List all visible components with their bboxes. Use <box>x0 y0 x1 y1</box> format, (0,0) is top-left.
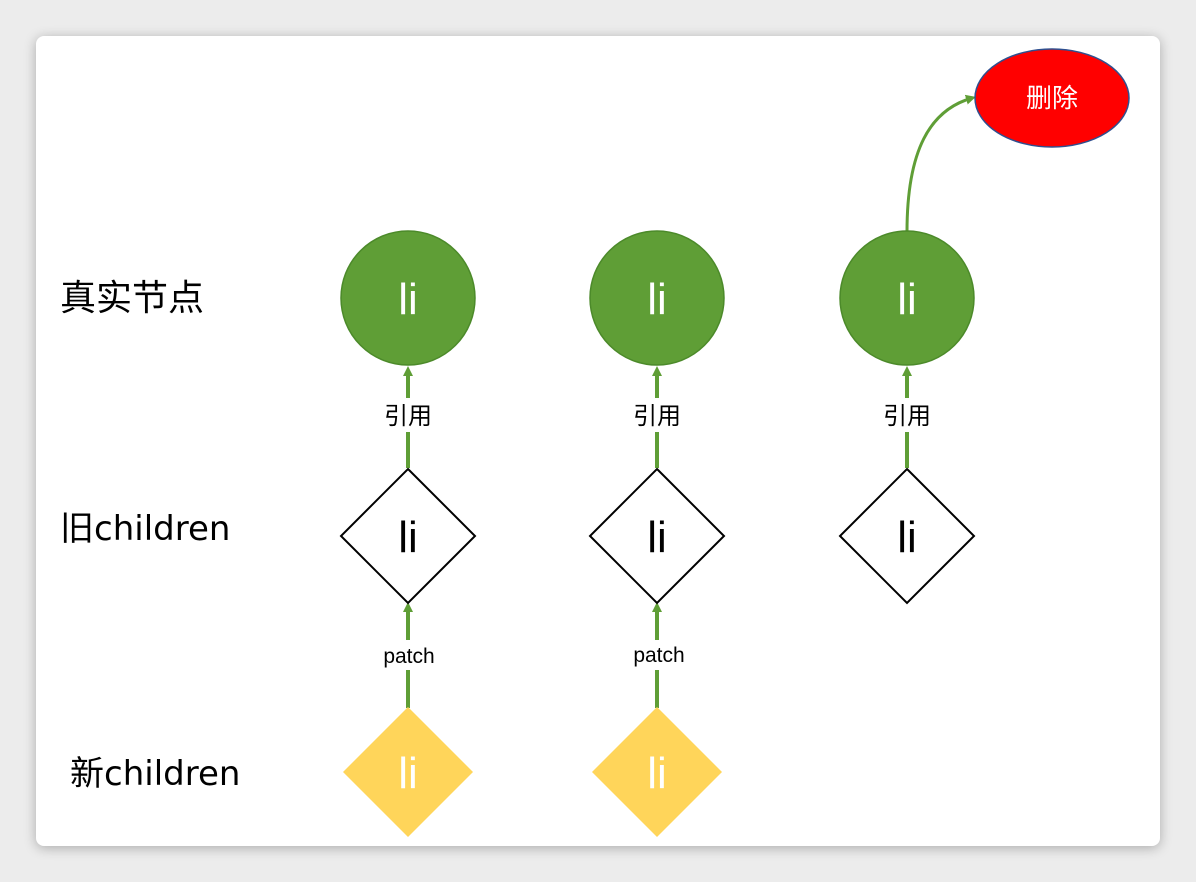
real-node-1-text: li <box>398 275 418 324</box>
edge-label-patch-2: patch <box>633 644 684 667</box>
old-node-1-text: li <box>398 513 418 562</box>
delete-node: 删除 <box>974 48 1130 148</box>
edge-label-ref-3: 引用 <box>883 403 931 430</box>
row-label-real: 真实节点 <box>60 278 204 319</box>
delete-label: 删除 <box>1026 84 1078 114</box>
old-node-2-text: li <box>647 513 667 562</box>
row-label-new: 新children <box>70 754 240 794</box>
delete-arrow <box>905 94 976 233</box>
real-node-1: li <box>340 230 476 366</box>
edge-label-ref-1: 引用 <box>384 403 432 430</box>
diagram-canvas <box>36 36 1160 846</box>
real-node-2-text: li <box>647 275 667 324</box>
real-node-2: li <box>589 230 725 366</box>
new-node-1: li <box>343 707 473 837</box>
old-node-1: li <box>339 467 477 605</box>
edge-label-patch-1: patch <box>383 645 434 668</box>
real-node-3: li <box>839 230 975 366</box>
new-node-2-text: li <box>647 749 667 798</box>
real-node-3-text: li <box>897 275 917 324</box>
new-node-1-text: li <box>398 749 418 798</box>
edge-label-ref-2: 引用 <box>633 403 681 430</box>
new-node-2: li <box>592 707 722 837</box>
old-node-3-text: li <box>897 513 917 562</box>
row-label-old: 旧children <box>60 509 230 549</box>
old-node-2: li <box>588 467 726 605</box>
old-node-3: li <box>838 467 976 605</box>
